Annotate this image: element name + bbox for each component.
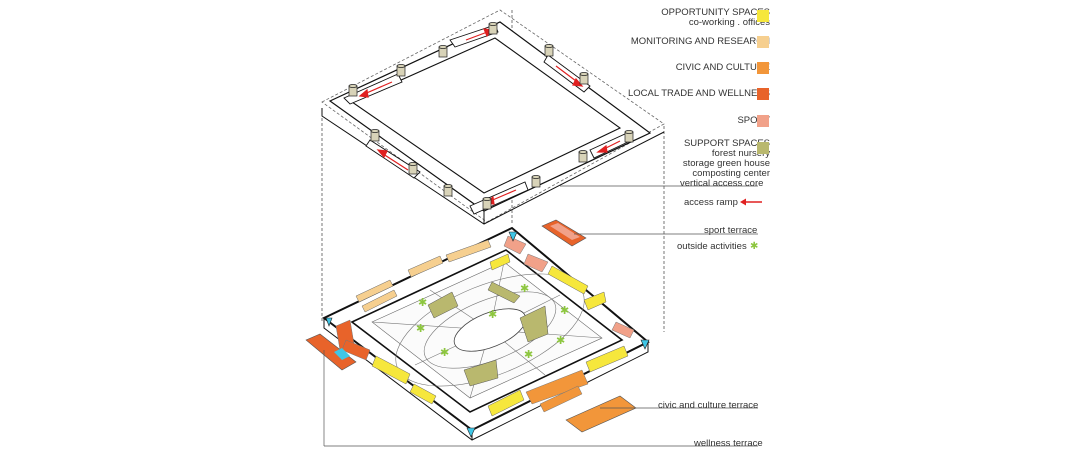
callout-civic-terrace: civic and culture terrace [658, 400, 758, 411]
roof-void [352, 38, 620, 193]
legend-opportunity: OPPORTUNITY SPACES co-working . offices [661, 8, 770, 28]
svg-text:✱: ✱ [556, 334, 565, 347]
svg-text:✱: ✱ [488, 308, 497, 321]
legend-support-swatch [757, 142, 769, 154]
legend-monitoring: MONITORING AND RESEARCH [631, 37, 770, 47]
legend-trade: LOCAL TRADE AND WELLNESS [628, 89, 770, 99]
left-arrow-icon [740, 198, 762, 206]
legend-civic-swatch [757, 62, 769, 74]
legend-monitoring-label: MONITORING AND RESEARCH [631, 37, 770, 47]
callout-vertical-access-core: vertical access core [680, 178, 763, 189]
legend-civic-label: CIVIC AND CULTURE [676, 63, 770, 73]
legend-civic: CIVIC AND CULTURE [676, 63, 770, 73]
legend-trade-label: LOCAL TRADE AND WELLNESS [628, 89, 770, 99]
star-icon: ✱ [750, 241, 758, 252]
legend-trade-swatch [757, 88, 769, 100]
legend-monitoring-swatch [757, 36, 769, 48]
svg-text:✱: ✱ [524, 348, 533, 361]
svg-text:✱: ✱ [418, 296, 427, 309]
callout-access-ramp: access ramp [684, 197, 738, 208]
svg-text:✱: ✱ [560, 304, 569, 317]
callout-sport-terrace: sport terrace [704, 225, 757, 236]
civic-terrace-slab [566, 396, 636, 432]
roof-level [322, 10, 664, 224]
callout-wellness-terrace: wellness terrace [694, 438, 763, 449]
legend-opportunity-swatch [757, 10, 769, 22]
callout-outside-activities: outside activities [677, 241, 747, 252]
sport-terrace [542, 220, 586, 246]
legend-opportunity-sub: co-working . offices [661, 18, 770, 28]
svg-text:✱: ✱ [520, 282, 529, 295]
svg-text:✱: ✱ [440, 346, 449, 359]
svg-text:✱: ✱ [416, 322, 425, 335]
legend-sport-swatch [757, 115, 769, 127]
